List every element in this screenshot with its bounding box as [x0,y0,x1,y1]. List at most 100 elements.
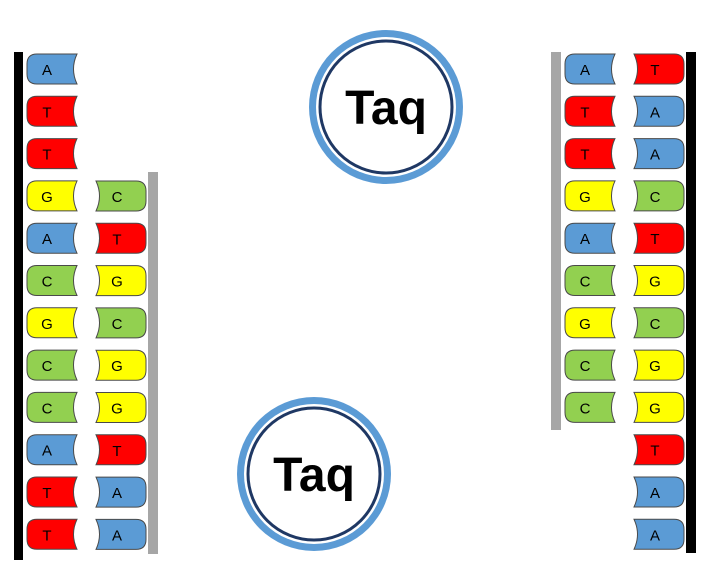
nucleotide-letter: C [112,316,123,333]
nucleotide-shape [26,476,78,508]
nucleotide-letter: A [42,62,52,79]
nucleotide-shape [633,391,685,423]
nucleotide-shape [95,392,147,423]
nucleotide-G: G [633,265,685,296]
nucleotide-T: T [633,434,685,466]
nucleotide-letter: G [111,401,123,418]
nucleotide-A: A [633,476,685,508]
nucleotide-shape [633,222,685,254]
nucleotide-shape [633,518,685,550]
nucleotide-shape [95,476,147,508]
right-complement-backbone [686,52,696,553]
nucleotide-G: G [633,391,685,423]
nucleotide-shape [633,180,685,212]
nucleotide-letter: T [112,231,121,248]
nucleotide-letter: A [580,62,590,79]
nucleotide-shape [564,180,616,212]
nucleotide-G: G [95,349,147,381]
nucleotide-letter: A [650,527,660,544]
nucleotide-G: G [564,307,616,339]
nucleotide-letter: A [580,231,590,248]
nucleotide-A: A [26,434,78,466]
nucleotide-letter: C [650,316,661,333]
nucleotide-shape [95,307,147,339]
nucleotide-T: T [564,95,616,127]
nucleotide-shape [564,349,616,381]
nucleotide-T: T [95,222,147,254]
nucleotide-letter: T [42,485,51,502]
nucleotide-A: A [633,518,685,550]
nucleotide-T: T [633,53,685,85]
nucleotide-shape [633,138,685,170]
nucleotide-shape [26,307,78,339]
nucleotide-T: T [564,138,616,170]
nucleotide-shape [633,434,685,466]
nucleotide-A: A [633,95,685,127]
nucleotide-letter: A [650,485,660,502]
nucleotide-shape [564,307,616,339]
nucleotide-letter: A [42,443,52,460]
nucleotide-letter: G [649,358,661,375]
nucleotide-shape [564,138,616,170]
nucleotide-letter: T [42,147,51,164]
taq-polymerase-top: Taq [309,30,463,184]
nucleotide-T: T [633,222,685,254]
nucleotide-C: C [633,180,685,212]
nucleotide-shape [564,95,616,127]
nucleotide-G: G [564,180,616,212]
nucleotide-letter: C [112,189,123,206]
nucleotide-shape [95,265,147,297]
nucleotide-shape [633,265,685,296]
nucleotide-shape [26,138,78,170]
nucleotide-A: A [564,53,616,85]
nucleotide-letter: G [41,316,53,333]
nucleotide-shape [633,95,685,127]
nucleotide-C: C [564,265,616,296]
nucleotide-letter: G [41,189,53,206]
nucleotide-T: T [26,95,78,127]
nucleotide-C: C [95,307,147,339]
nucleotide-T: T [26,476,78,508]
nucleotide-A: A [26,222,78,254]
nucleotide-shape [633,349,685,381]
nucleotide-letter: G [649,400,661,417]
nucleotide-letter: G [579,316,591,333]
nucleotide-shape [26,434,78,466]
nucleotide-shape [26,265,78,296]
nucleotide-shape [26,349,78,381]
nucleotide-shape [26,391,78,423]
nucleotide-letter: T [42,104,51,121]
nucleotide-letter: T [42,527,51,544]
nucleotide-G: G [633,349,685,381]
nucleotide-C: C [26,349,78,381]
nucleotide-shape [95,180,147,212]
left-template-backbone [14,52,23,560]
nucleotide-T: T [95,434,147,466]
nucleotide-A: A [95,518,147,550]
nucleotide-letter: A [650,147,660,164]
nucleotide-shape [633,53,685,85]
nucleotide-letter: A [112,485,122,502]
nucleotide-letter: T [112,443,121,460]
nucleotide-G: G [26,180,78,212]
nucleotide-letter: C [580,274,591,291]
nucleotide-letter: T [650,443,659,460]
nucleotide-C: C [26,265,78,296]
nucleotide-shape [95,518,147,550]
nucleotide-G: G [95,392,147,423]
nucleotide-shape [26,222,78,254]
nucleotide-shape [564,391,616,423]
nucleotide-letter: G [111,358,123,375]
taq-polymerase-bottom: Taq [237,397,391,551]
nucleotide-C: C [26,391,78,423]
nucleotide-shape [633,307,685,339]
nucleotide-bases: ATTGACGCCATTCTGCGGTAAATTGACGCCTAACTGCGGT… [26,53,685,550]
nucleotide-letter: A [112,527,122,544]
nucleotide-letter: G [111,274,123,291]
nucleotide-letter: T [580,147,589,164]
nucleotide-letter: G [579,189,591,206]
nucleotide-shape [26,53,78,85]
nucleotide-shape [95,222,147,254]
nucleotide-letter: T [650,62,659,79]
